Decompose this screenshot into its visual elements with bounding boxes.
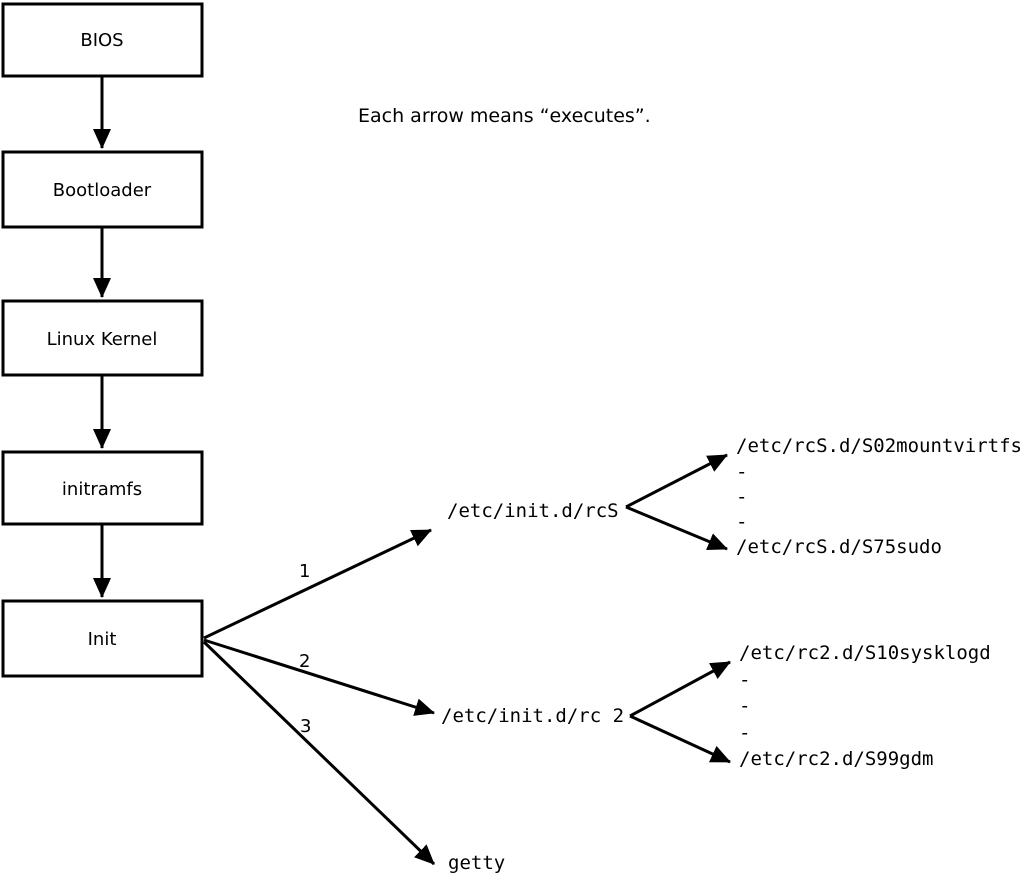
node-rcs-child-3: - bbox=[736, 511, 747, 533]
box-initramfs-label: initramfs bbox=[62, 479, 142, 500]
box-bios bbox=[1, 2, 204, 78]
arrow-rc2-to-s10sysklogd bbox=[629, 660, 731, 718]
arrow-label-2: 2 bbox=[299, 651, 310, 672]
arrow-init-to-getty bbox=[202, 640, 436, 866]
node-rc2-child-1: - bbox=[739, 669, 750, 691]
arrow-rcs-to-s75sudo bbox=[625, 505, 728, 551]
caption: Each arrow means “executes”. bbox=[358, 105, 651, 127]
box-bootloader-label: Bootloader bbox=[53, 180, 152, 201]
box-bios-label: BIOS bbox=[80, 30, 123, 51]
arrow-label-1: 1 bbox=[299, 561, 310, 582]
node-rcs-child-4: /etc/rcS.d/S75sudo bbox=[736, 536, 942, 558]
node-rcs-child-0: /etc/rcS.d/S02mountvirtfs bbox=[736, 435, 1022, 457]
node-rc2-child-0: /etc/rc2.d/S10sysklogd bbox=[739, 642, 991, 664]
node-rcs-child-2: - bbox=[736, 486, 747, 508]
node-getty: getty bbox=[448, 852, 505, 874]
node-rc2-child-3: - bbox=[739, 722, 750, 744]
arrow-init-to-rcs bbox=[203, 528, 432, 640]
box-linux-kernel-label: Linux Kernel bbox=[47, 329, 158, 350]
box-bootloader bbox=[1, 150, 204, 229]
box-init-label: Init bbox=[88, 629, 117, 650]
box-init bbox=[1, 599, 204, 678]
arrow-rc2-to-s99gdm bbox=[629, 714, 731, 764]
arrow-rcs-to-s02mountvirtfs bbox=[625, 453, 728, 509]
node-init-d-rcs: /etc/init.d/rcS bbox=[447, 500, 619, 522]
box-initramfs bbox=[1, 450, 204, 526]
node-init-d-rc2: /etc/init.d/rc 2 bbox=[441, 705, 624, 727]
arrow-init-to-rc2 bbox=[203, 638, 435, 716]
node-rc2-child-2: - bbox=[739, 695, 750, 717]
node-rcs-child-1: - bbox=[736, 461, 747, 483]
node-rc2-child-4: /etc/rc2.d/S99gdm bbox=[739, 748, 933, 770]
arrow-label-3: 3 bbox=[300, 716, 311, 737]
